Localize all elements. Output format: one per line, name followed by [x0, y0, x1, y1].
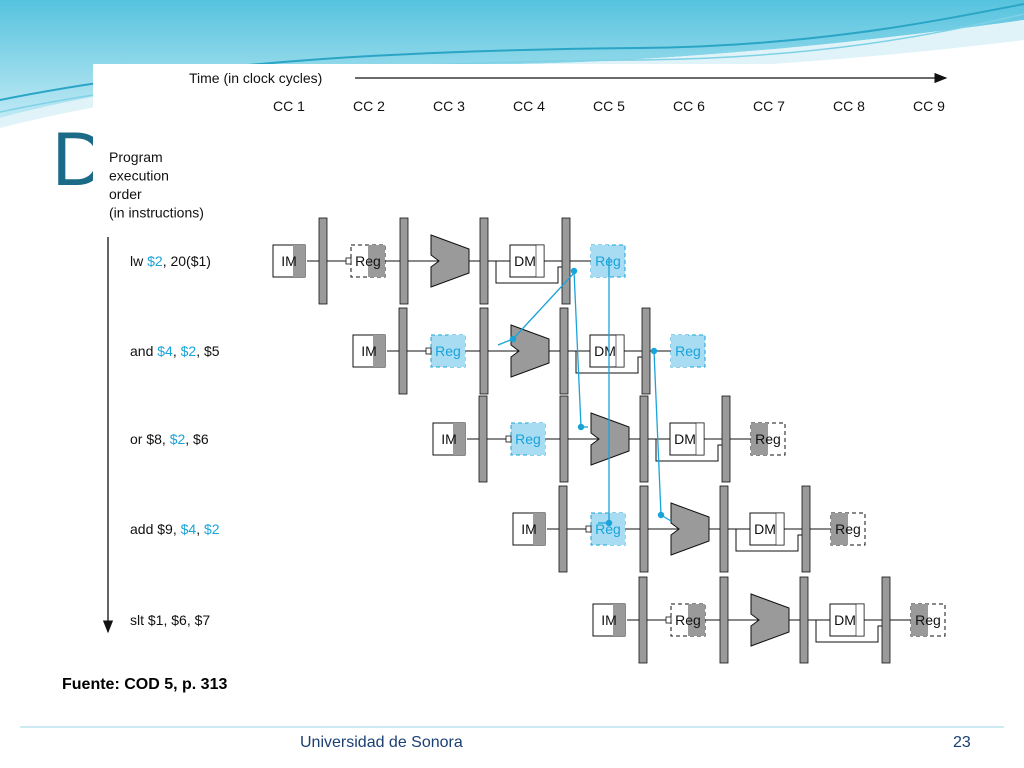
register-read-label: Reg [675, 612, 701, 628]
program-order-line-2: execution [109, 168, 169, 184]
instruction-label-2: and $4, $2, $5 [130, 343, 220, 359]
clock-cycle-label-4: CC 4 [513, 98, 545, 114]
pipeline-register [719, 485, 729, 573]
program-order-label: Program execution order (in instructions) [109, 149, 204, 221]
program-order-line-4: (in instructions) [109, 205, 204, 221]
program-order-line-3: order [109, 186, 142, 202]
pipeline-register [558, 485, 568, 573]
forwarding-paths [497, 257, 672, 527]
pipeline-row-2: IM Reg DM Reg [352, 307, 706, 395]
alu-shape [590, 412, 630, 466]
pipeline-row-1: IM Reg DM Reg [272, 217, 626, 305]
register-read-label: Reg [595, 521, 621, 537]
forwarding-node [509, 335, 517, 343]
pipeline-register [399, 217, 409, 305]
register-read-label: Reg [515, 431, 541, 447]
pipeline-row-4: IM Reg DM Reg [512, 485, 866, 573]
time-axis-label: Time (in clock cycles) [189, 70, 322, 86]
forwarding-node [605, 519, 613, 527]
clock-cycle-labels: CC 1 CC 2 CC 3 CC 4 CC 5 CC 6 CC 7 CC 8 CC 9 [273, 98, 945, 114]
pipeline-register [639, 485, 649, 573]
forwarding-wire [598, 257, 610, 524]
dm-label: DM [834, 612, 856, 628]
pipeline-row-3: IM Reg DM Reg [432, 395, 786, 483]
forwarding-node [650, 347, 658, 355]
pipeline-register [561, 217, 571, 305]
pipeline-register [559, 395, 569, 483]
slide-page-number: 23 [953, 734, 971, 751]
register-read-label: Reg [435, 343, 461, 359]
pipeline-register [799, 576, 809, 664]
forwarding-node [657, 511, 665, 519]
clock-cycle-label-3: CC 3 [433, 98, 465, 114]
pipeline-register [881, 576, 891, 664]
forwarding-wire [573, 270, 582, 428]
clock-cycle-label-2: CC 2 [353, 98, 385, 114]
forwarding-node [570, 267, 578, 275]
forwarding-node [577, 423, 585, 431]
alu-shape [430, 234, 470, 288]
clock-cycle-label-8: CC 8 [833, 98, 865, 114]
pipeline-register [721, 395, 731, 483]
pipeline-register [478, 395, 488, 483]
pipeline-register [559, 307, 569, 395]
alu-shape [670, 502, 710, 556]
forwarding-wire [653, 350, 672, 522]
footer-institution: Universidad de Sonora [300, 734, 463, 751]
pipeline-register [801, 485, 811, 573]
dm-label: DM [674, 431, 696, 447]
instruction-label-4: add $9, $4, $2 [130, 521, 220, 537]
im-label: IM [521, 521, 537, 537]
clock-cycle-label-1: CC 1 [273, 98, 305, 114]
pipeline-register [719, 576, 729, 664]
register-read-label: Reg [355, 253, 381, 269]
pipeline-row-5: IM Reg DM Reg [592, 576, 946, 664]
pipeline-register [641, 307, 651, 395]
program-order-line-1: Program [109, 149, 163, 165]
dm-label: DM [754, 521, 776, 537]
instruction-label-5: slt $1, $6, $7 [130, 612, 210, 628]
pipeline-register [639, 395, 649, 483]
clock-cycle-label-5: CC 5 [593, 98, 625, 114]
figure-caption: Fuente: COD 5, p. 313 [62, 676, 228, 693]
clock-cycle-label-7: CC 7 [753, 98, 785, 114]
pipeline-register [638, 576, 648, 664]
clock-cycle-label-6: CC 6 [673, 98, 705, 114]
instruction-label-3: or $8, $2, $6 [130, 431, 209, 447]
register-write-label: Reg [755, 431, 781, 447]
im-label: IM [361, 343, 377, 359]
register-write-label: Reg [595, 253, 621, 269]
pipeline-register [398, 307, 408, 395]
register-write-label: Reg [835, 521, 861, 537]
dm-label: DM [594, 343, 616, 359]
im-label: IM [601, 612, 617, 628]
instruction-label-1: lw $2, 20($1) [130, 253, 211, 269]
alu-shape [510, 324, 550, 378]
alu-shape [750, 593, 790, 647]
clock-cycle-label-9: CC 9 [913, 98, 945, 114]
dm-label: DM [514, 253, 536, 269]
im-label: IM [281, 253, 297, 269]
pipeline-register [479, 307, 489, 395]
register-write-label: Reg [915, 612, 941, 628]
register-write-label: Reg [675, 343, 701, 359]
pipeline-register [318, 217, 328, 305]
im-label: IM [441, 431, 457, 447]
pipeline-register [479, 217, 489, 305]
instruction-labels: lw $2, 20($1) and $4, $2, $5 or $8, $2, $6… [130, 253, 220, 628]
